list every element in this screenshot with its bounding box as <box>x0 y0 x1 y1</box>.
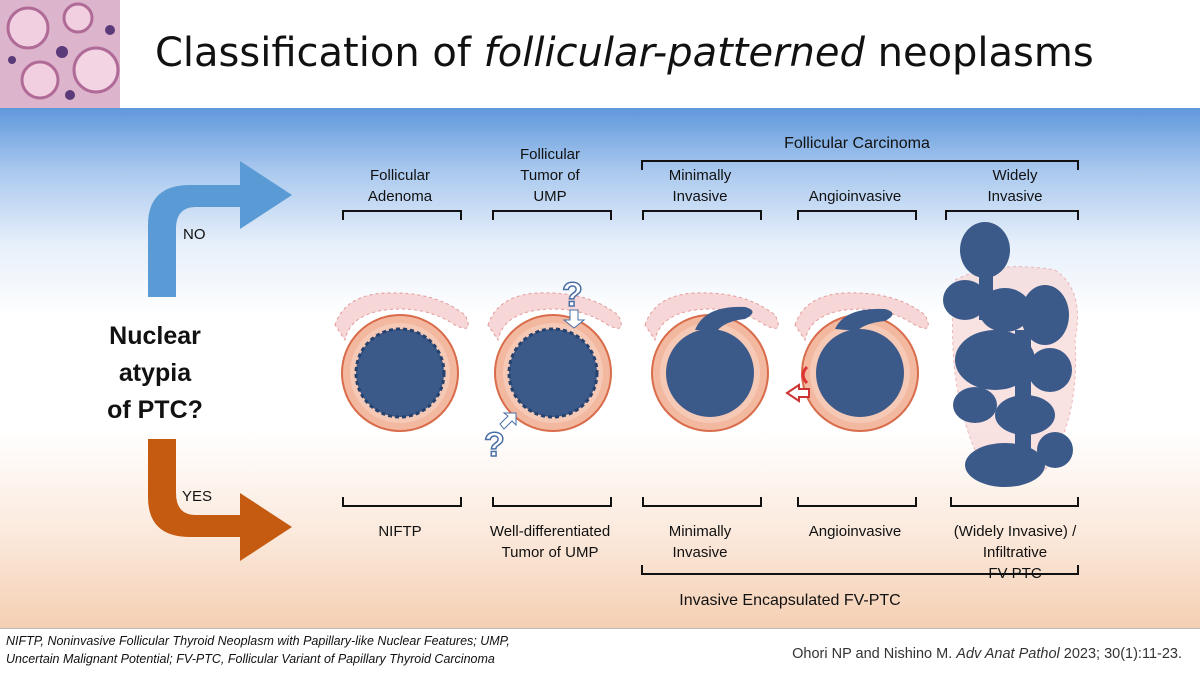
top-col2-line3: UMP <box>533 188 567 205</box>
bottom-col1-label: NIFTP <box>340 521 460 542</box>
question-mark-top: ? <box>562 276 583 314</box>
citation: Ohori NP and Nishino M. Adv Anat Pathol … <box>792 646 1182 662</box>
question-mark-bottom: ? <box>484 426 505 463</box>
top-col5-line1: Widely <box>992 167 1038 184</box>
top-col3-bracket <box>642 210 762 220</box>
top-col4-bracket <box>797 210 917 220</box>
bottom-col3-bracket <box>642 497 762 507</box>
top-col5-label: Widely Invasive <box>955 165 1075 207</box>
top-col5-line2: Invasive <box>987 188 1043 205</box>
bottom-col5-bracket <box>950 497 1079 507</box>
footnote-line-1: NIFTP, Noninvasive Follicular Thyroid Ne… <box>6 634 510 648</box>
bottom-col2-label: Well-differentiated Tumor of UMP <box>470 521 630 563</box>
footnote-line-2: Uncertain Malignant Potential; FV-PTC, F… <box>6 652 495 666</box>
top-col2-bracket <box>492 210 612 220</box>
title-prefix: Classification of <box>155 30 484 76</box>
top-col2-label: Follicular Tumor of UMP <box>490 144 610 207</box>
nodule-illustration-3 <box>644 292 779 432</box>
bottom-col4-label: Angioinvasive <box>795 521 915 542</box>
bottom-col3-line1: Minimally <box>668 523 732 540</box>
question-line-1: Nuclear <box>109 322 201 350</box>
bottom-col3-label: Minimally Invasive <box>640 521 760 563</box>
bottom-col2-line1: Well-differentiated <box>489 523 611 540</box>
top-col4-line1: Angioinvasive <box>808 188 902 205</box>
invasive-encapsulated-label: Invasive Encapsulated FV-PTC <box>679 592 901 609</box>
yes-label: YES <box>182 488 213 505</box>
no-label: NO <box>183 226 206 243</box>
top-col1-line2: Adenoma <box>367 188 433 205</box>
histology-thumbnail <box>0 0 120 108</box>
question-line-3: of PTC? <box>107 396 203 424</box>
bottom-col2-line2: Tumor of UMP <box>501 544 599 561</box>
citation-journal: Adv Anat Pathol <box>956 646 1060 662</box>
bottom-col5-line1: (Widely Invasive) / <box>953 523 1077 540</box>
bottom-col1-bracket <box>342 497 462 507</box>
top-col5-bracket <box>945 210 1079 220</box>
footer-divider <box>0 628 1200 629</box>
yes-arrow <box>148 439 292 561</box>
follicular-carcinoma-label: Follicular Carcinoma <box>784 135 930 152</box>
nodule-illustration-4 <box>785 292 929 432</box>
top-col3-line1: Minimally <box>668 167 732 184</box>
bottom-col5-line2: Infiltrative <box>982 544 1048 561</box>
bottom-col4-line1: Angioinvasive <box>808 523 902 540</box>
top-col1-line1: Follicular <box>369 167 430 184</box>
title-italic: follicular-patterned <box>483 30 865 76</box>
widely-invasive-illustration <box>943 222 1078 487</box>
slide-title: Classification of follicular-patterned n… <box>155 30 1094 76</box>
bottom-col1-line1: NIFTP <box>378 523 422 540</box>
bottom-col2-bracket <box>492 497 612 507</box>
bottom-col4-bracket <box>797 497 917 507</box>
top-col3-label: Minimally Invasive <box>640 165 760 207</box>
question-line-2: atypia <box>118 359 192 387</box>
invasive-encapsulated-bracket <box>641 565 1079 575</box>
citation-rest: 2023; 30(1):11-23. <box>1059 646 1182 662</box>
top-col3-line2: Invasive <box>672 188 728 205</box>
top-col4-label: Angioinvasive <box>795 186 915 207</box>
top-col1-bracket <box>342 210 462 220</box>
nodule-illustration-1 <box>334 292 469 432</box>
no-arrow <box>148 161 292 297</box>
top-col1-label: Follicular Adenoma <box>340 165 460 207</box>
title-suffix: neoplasms <box>864 30 1094 76</box>
nodule-illustration-2: ? ? <box>483 275 622 463</box>
top-col2-line2: Tumor of <box>520 167 580 184</box>
footnote: NIFTP, Noninvasive Follicular Thyroid Ne… <box>6 632 606 668</box>
bottom-col3-line2: Invasive <box>672 544 728 561</box>
top-col2-line1: Follicular <box>519 146 580 163</box>
citation-authors: Ohori NP and Nishino M. <box>792 646 957 662</box>
nuclear-atypia-question: Nuclear atypia of PTC? <box>90 318 220 429</box>
follicular-carcinoma-bracket <box>641 160 1079 170</box>
